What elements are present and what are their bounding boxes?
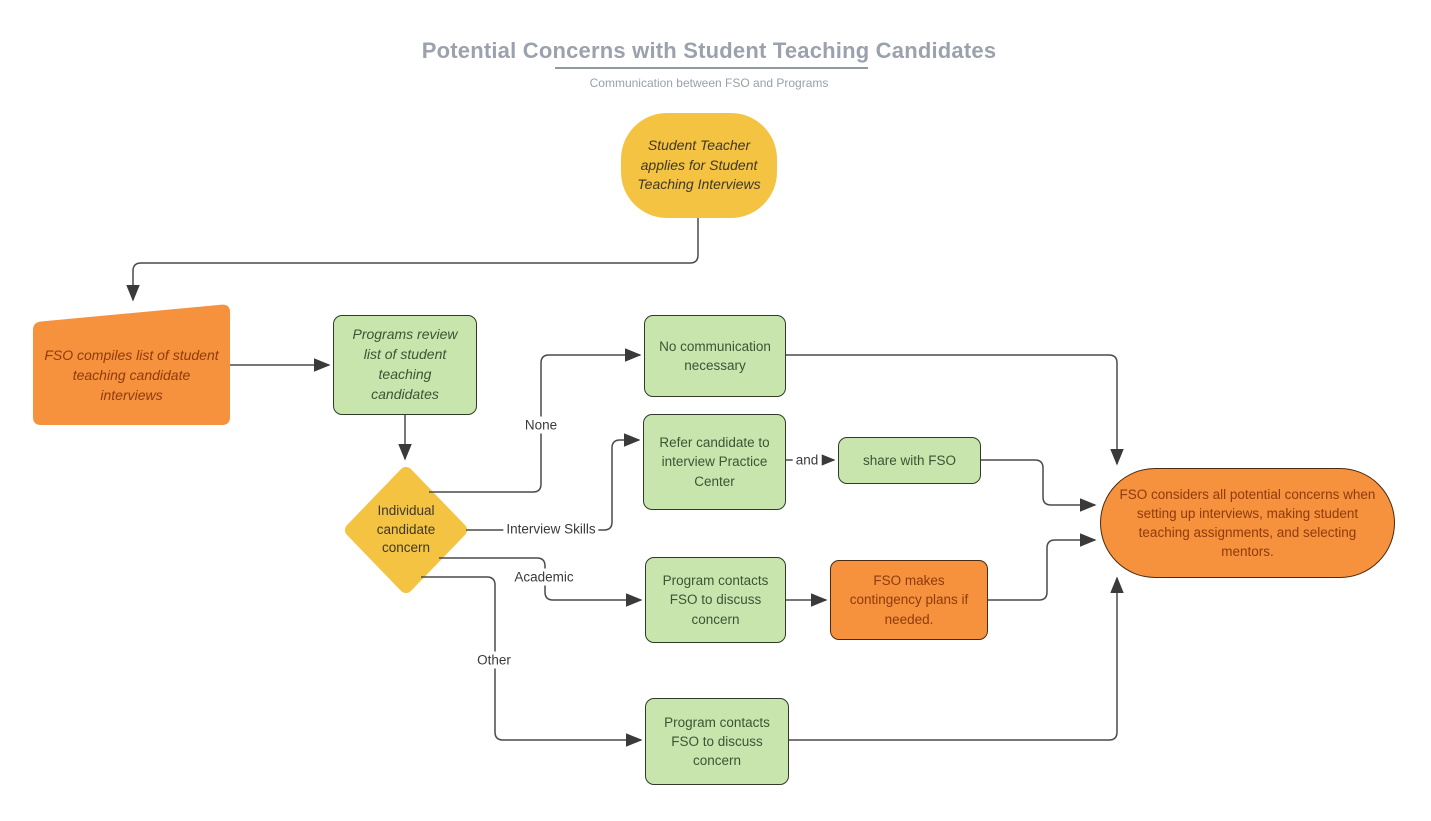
individual-concern-shape[interactable] <box>345 467 467 593</box>
node-fso-compiles[interactable]: FSO compiles list of student teaching ca… <box>43 332 220 420</box>
edge-label-none: None <box>521 416 561 434</box>
node-student-teacher[interactable]: Student Teacher applies for Student Teac… <box>621 113 777 218</box>
node-refer-candidate-label: Refer candidate to interview Practice Ce… <box>659 435 770 489</box>
edge-student-to-fso-compiles <box>126 218 699 302</box>
edge-label-academic: Academic <box>511 568 577 586</box>
node-program-contacts-other-label: Program contacts FSO to discuss concern <box>664 714 770 769</box>
page-subtitle: Communication between FSO and Programs <box>589 76 829 90</box>
edge-label-interview-skills: Interview Skills <box>503 520 599 538</box>
node-individual-concern-label: Individual candidate concern <box>376 502 436 556</box>
node-share-with-fso[interactable]: share with FSO <box>838 437 981 484</box>
node-program-contacts-academic-label: Program contacts FSO to discuss concern <box>662 573 769 627</box>
node-fso-contingency[interactable]: FSO makes contingency plans if needed. <box>830 560 988 640</box>
fso-compiles-shape[interactable] <box>33 304 230 425</box>
node-no-communication-label: No communication necessary <box>659 338 771 373</box>
edge-label-and: and <box>792 451 822 469</box>
node-individual-concern[interactable]: Individual candidate concern <box>356 502 456 558</box>
node-fso-compiles-label: FSO compiles list of student teaching ca… <box>44 347 219 403</box>
edge-interview-skills <box>466 433 641 531</box>
edge-other <box>421 576 643 747</box>
node-student-teacher-label: Student Teacher applies for Student Teac… <box>637 136 761 193</box>
node-program-contacts-other[interactable]: Program contacts FSO to discuss concern <box>645 698 789 785</box>
edge-label-other: Other <box>474 651 514 669</box>
node-no-communication[interactable]: No communication necessary <box>644 315 786 397</box>
title-underline <box>555 67 868 69</box>
node-programs-review[interactable]: Programs review list of student teaching… <box>333 315 477 415</box>
node-fso-considers-label: FSO considers all potential concerns whe… <box>1119 486 1376 560</box>
node-program-contacts-academic[interactable]: Program contacts FSO to discuss concern <box>645 557 786 643</box>
edge-contingency-to-considers <box>988 533 1097 601</box>
node-share-with-fso-label: share with FSO <box>862 452 957 468</box>
node-refer-candidate[interactable]: Refer candidate to interview Practice Ce… <box>643 414 786 510</box>
node-fso-considers[interactable]: FSO considers all potential concerns whe… <box>1100 468 1395 578</box>
node-programs-review-label: Programs review list of student teaching… <box>352 326 458 402</box>
page-title: Potential Concerns with Student Teaching… <box>421 38 997 63</box>
node-fso-contingency-label: FSO makes contingency plans if needed. <box>849 573 969 627</box>
edge-share-to-considers <box>981 459 1097 512</box>
edge-progother-to-considers <box>789 576 1124 741</box>
edge-nocomm-to-considers <box>786 354 1124 466</box>
